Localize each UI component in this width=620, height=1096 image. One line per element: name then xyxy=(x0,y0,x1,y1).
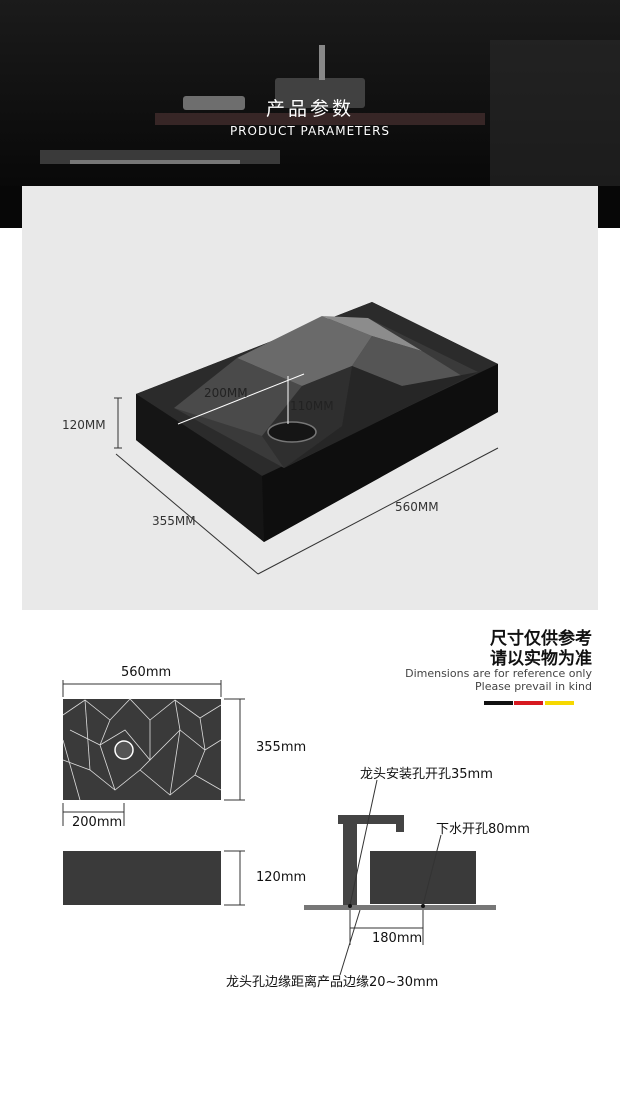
drain-hole-label: 下水开孔80mm xyxy=(436,822,530,837)
top-depth-label: 355mm xyxy=(256,740,307,755)
banner-counter-edge xyxy=(70,160,240,164)
product-photo: 120MM 200MM 110MM 355MM 560MM xyxy=(22,186,598,610)
note-line2-cn: 请以实物为准 xyxy=(490,649,592,669)
banner-towels xyxy=(183,96,245,110)
colorbar-yellow xyxy=(545,701,574,705)
drain-offset-label: 200mm xyxy=(72,815,123,830)
banner-shelf xyxy=(155,113,485,125)
banner-tap xyxy=(319,45,325,80)
top-width-label: 560mm xyxy=(121,665,172,680)
spacing-label: 180mm xyxy=(372,931,423,946)
side-height-label: 120mm xyxy=(256,870,307,885)
colorbar-black xyxy=(484,701,513,705)
section-title-cn: 产品参数 xyxy=(265,98,354,120)
note-line2-en: Please prevail in kind xyxy=(475,680,592,693)
faucet-hole-label: 龙头安装孔开孔35mm xyxy=(360,767,493,782)
banner-basin xyxy=(275,78,365,108)
note-line1-en: Dimensions are for reference only xyxy=(405,667,592,680)
colorbar-red xyxy=(514,701,543,705)
banner-mirror xyxy=(490,40,620,190)
dim-depth-label: 355MM xyxy=(152,514,196,528)
note-line1-cn: 尺寸仅供参考 xyxy=(490,629,592,649)
dim-height-label: 120MM xyxy=(62,418,106,432)
dim-length-label: 560MM xyxy=(395,500,439,514)
dim-inner-width-label: 200MM xyxy=(204,386,248,400)
edge-distance-label: 龙头孔边缘距离产品边缘20~30mm xyxy=(226,975,439,990)
section-title-en: PRODUCT PARAMETERS xyxy=(229,124,391,138)
dim-inner-depth-label: 110MM xyxy=(290,399,334,413)
basin-render xyxy=(114,302,499,575)
